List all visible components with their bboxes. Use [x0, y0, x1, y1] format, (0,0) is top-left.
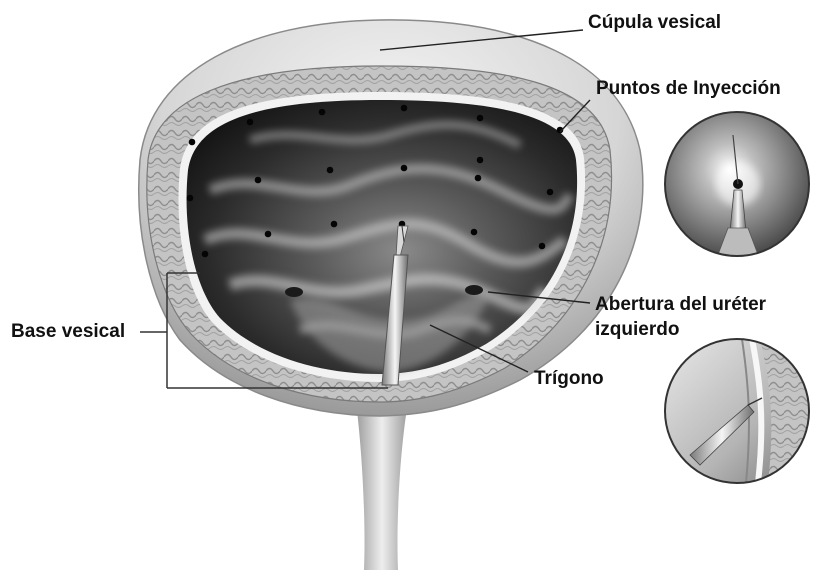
- label-abertura-line2: izquierdo: [595, 317, 813, 342]
- injection-point: [319, 109, 326, 116]
- injection-point: [401, 105, 408, 112]
- injection-point: [331, 221, 338, 228]
- injection-point: [477, 115, 484, 122]
- injection-point: [255, 177, 262, 184]
- label-abertura-line1: Abertura del uréter: [595, 292, 813, 317]
- injection-point: [202, 251, 209, 258]
- label-trigono: Trígono: [534, 368, 604, 390]
- injection-point: [539, 243, 546, 250]
- zoom-injection-closeup: [665, 112, 809, 260]
- right-ureter-opening: [285, 287, 303, 297]
- injection-point: [247, 119, 254, 126]
- injection-point: [477, 157, 484, 164]
- left-ureter-opening: [465, 285, 483, 295]
- injection-point: [475, 175, 482, 182]
- injection-point: [401, 165, 408, 172]
- label-base-vesical: Base vesical: [11, 321, 125, 343]
- zoom-wall-section: [665, 339, 809, 483]
- injection-point: [265, 231, 272, 238]
- label-abertura-ureter: Abertura del uréter izquierdo: [595, 292, 813, 342]
- label-puntos-inyeccion: Puntos de Inyección: [596, 78, 781, 100]
- injection-point: [547, 189, 554, 196]
- urethra: [356, 402, 408, 570]
- injection-point: [471, 229, 478, 236]
- injection-point: [327, 167, 334, 174]
- injection-point: [187, 195, 194, 202]
- injection-point: [189, 139, 196, 146]
- label-cupula-vesical: Cúpula vesical: [588, 12, 721, 34]
